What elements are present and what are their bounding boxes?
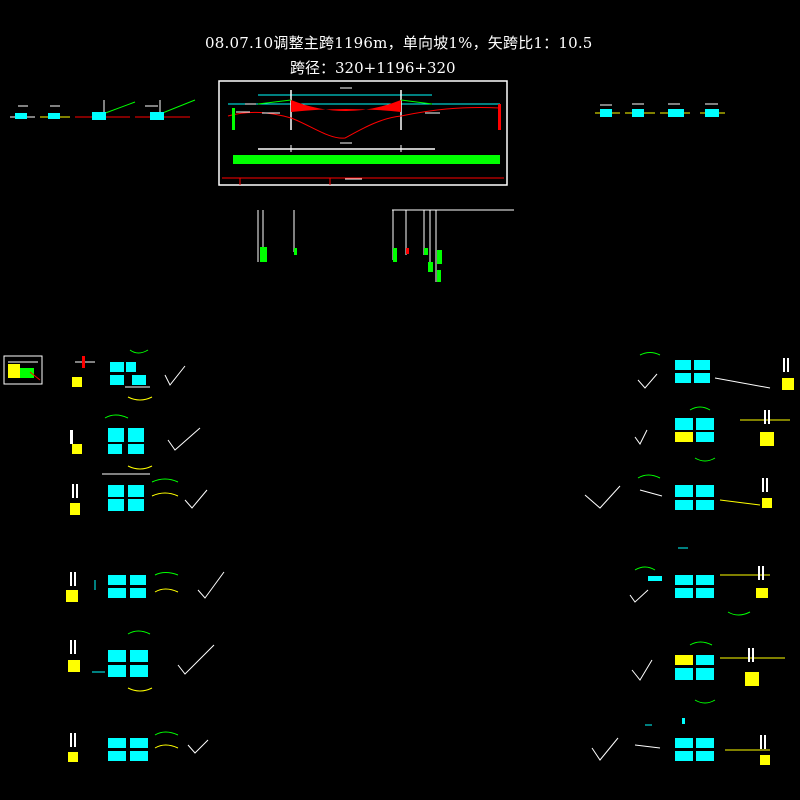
detail-sheet-left-6: [68, 731, 209, 762]
section-sketch-3: [75, 100, 136, 120]
top-left-sections: [10, 99, 196, 120]
detail-sheet-left-3: [70, 478, 208, 515]
check-mark-icon: [634, 429, 648, 445]
detail-sheet-right-1: [637, 352, 794, 390]
detail-sheet-left-1: [72, 349, 186, 401]
detail-sheet-right-6: [591, 718, 770, 765]
detail-sheet-left-4: [66, 571, 225, 602]
check-mark-icon: [591, 737, 619, 761]
detail-sheet-right-4: [629, 547, 770, 616]
main-elevation-frame: [218, 80, 508, 186]
check-mark-icon: [167, 427, 201, 451]
side-cable-right: [400, 99, 433, 105]
check-mark-icon: [177, 644, 215, 675]
plan-strip: [233, 155, 500, 164]
check-mark-icon: [631, 659, 653, 681]
drawing-title-line2: 跨径：320+1196+320: [290, 59, 456, 77]
ground-profile: [227, 106, 501, 139]
section-sketch-1: [10, 105, 35, 119]
side-cable-left: [257, 99, 292, 105]
check-mark-icon: [629, 589, 649, 603]
detail-sheet-right-5: [631, 641, 785, 704]
check-mark-icon: [584, 485, 621, 509]
section-sketch-7: [660, 103, 690, 117]
check-mark-icon: [164, 365, 186, 386]
pile-details: [257, 209, 514, 282]
section-sketch-2: [40, 105, 70, 119]
top-right-sections: [595, 103, 725, 117]
check-mark-icon: [184, 489, 208, 509]
check-mark-icon: [197, 571, 225, 599]
thumbnail-sheet: [3, 355, 43, 385]
check-mark-icon: [187, 739, 209, 754]
detail-sheet-right-3: [584, 474, 772, 510]
detail-sheet-left-5: [68, 630, 215, 692]
check-mark-icon: [637, 373, 658, 389]
right-detail-column: [584, 352, 794, 765]
detail-sheet-right-2: [634, 406, 790, 462]
left-detail-column: [66, 349, 225, 762]
section-sketch-6: [625, 103, 655, 117]
main-span-cable: [291, 100, 401, 112]
detail-sheet-left-2: [70, 414, 201, 475]
section-sketch-5: [595, 104, 620, 117]
section-sketch-4: [135, 99, 196, 120]
drawing-title-line1: 08.07.10调整主跨1196m，单向坡1%，矢跨比1：10.5: [205, 34, 593, 52]
section-sketch-8: [700, 103, 725, 117]
